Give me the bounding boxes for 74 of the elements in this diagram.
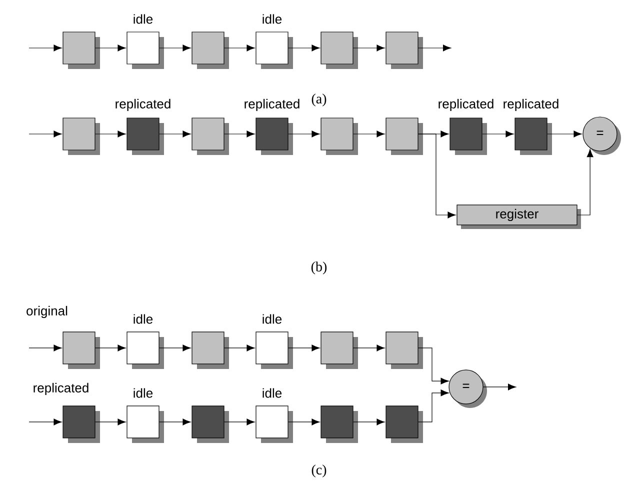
block-box — [62, 32, 100, 69]
arrow — [353, 344, 385, 352]
block-box — [62, 406, 100, 443]
arrow — [224, 44, 255, 52]
arrow — [224, 130, 255, 138]
block-box — [192, 332, 229, 369]
arrow — [95, 130, 126, 138]
arrow — [418, 348, 449, 384]
block-box — [126, 118, 164, 155]
arrow — [418, 44, 452, 52]
arrow — [28, 418, 62, 426]
block-box — [320, 332, 358, 369]
arrow — [483, 384, 516, 390]
block-box — [62, 332, 100, 369]
arrow — [353, 44, 385, 52]
block-box — [320, 118, 358, 155]
arrow — [288, 418, 320, 426]
block-box — [450, 118, 487, 155]
arrow — [95, 418, 126, 426]
arrow — [159, 44, 191, 52]
arrow — [224, 344, 255, 352]
block-box — [386, 118, 423, 155]
block-box — [256, 32, 293, 69]
arrow — [28, 44, 62, 52]
block-box — [126, 332, 164, 369]
arrow — [353, 130, 385, 138]
state-label: replicated — [116, 98, 170, 112]
state-label: idle — [134, 14, 153, 24]
arrow — [95, 344, 126, 352]
row-label: original — [26, 306, 68, 318]
arrow — [418, 134, 456, 218]
state-label: idle — [134, 314, 153, 324]
state-label: idle — [262, 14, 282, 24]
arrow — [28, 130, 62, 138]
block-box — [514, 118, 552, 155]
state-label: idle — [262, 314, 282, 324]
caption: (b) — [311, 262, 327, 274]
caption: (c) — [312, 464, 326, 478]
arrow — [482, 130, 514, 138]
block-box — [256, 332, 293, 369]
arrow — [159, 418, 191, 426]
arrow — [95, 44, 126, 52]
arrow — [159, 344, 191, 352]
block-box — [386, 332, 423, 369]
block-box — [126, 32, 164, 69]
arrow — [28, 344, 62, 352]
register-box: register — [456, 204, 581, 229]
arrow — [577, 149, 594, 216]
block-box — [386, 32, 423, 69]
block-box — [320, 406, 358, 443]
block-box — [192, 32, 229, 69]
block-box — [126, 406, 164, 443]
arrow — [288, 344, 320, 352]
arrow — [224, 418, 255, 426]
row-label: replicated — [34, 382, 88, 396]
state-label: replicated — [438, 98, 494, 112]
block-box — [192, 406, 229, 443]
arrow — [418, 390, 449, 422]
state-label: idle — [134, 388, 153, 398]
block-box — [192, 118, 229, 155]
block-box — [320, 32, 358, 69]
block-box — [256, 406, 293, 443]
block-box — [62, 118, 100, 155]
state-label: replicated — [244, 98, 300, 112]
arrow — [353, 418, 385, 426]
state-label: idle — [262, 388, 282, 398]
arrow — [288, 44, 320, 52]
arrow — [547, 130, 582, 138]
arrow — [288, 130, 320, 138]
arrow — [159, 130, 191, 138]
block-box — [256, 118, 293, 155]
state-label: replicated — [504, 98, 558, 112]
caption: (a) — [312, 94, 326, 106]
block-box — [386, 406, 423, 443]
